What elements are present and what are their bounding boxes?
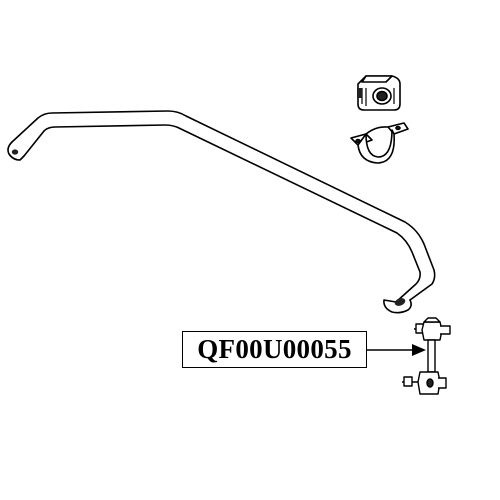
stabilizer-link-icon: [402, 317, 451, 395]
bushing-icon: [357, 75, 401, 111]
arrow-icon: [367, 344, 426, 356]
bracket-icon: [350, 122, 409, 164]
part-number-label: QF00U00055: [182, 331, 367, 368]
part-number-text: QF00U00055: [197, 334, 352, 364]
bar-left-end-hole: [11, 149, 19, 155]
bar-right-end-hole: [394, 298, 406, 306]
stabilizer-bar-icon: [7, 110, 436, 314]
